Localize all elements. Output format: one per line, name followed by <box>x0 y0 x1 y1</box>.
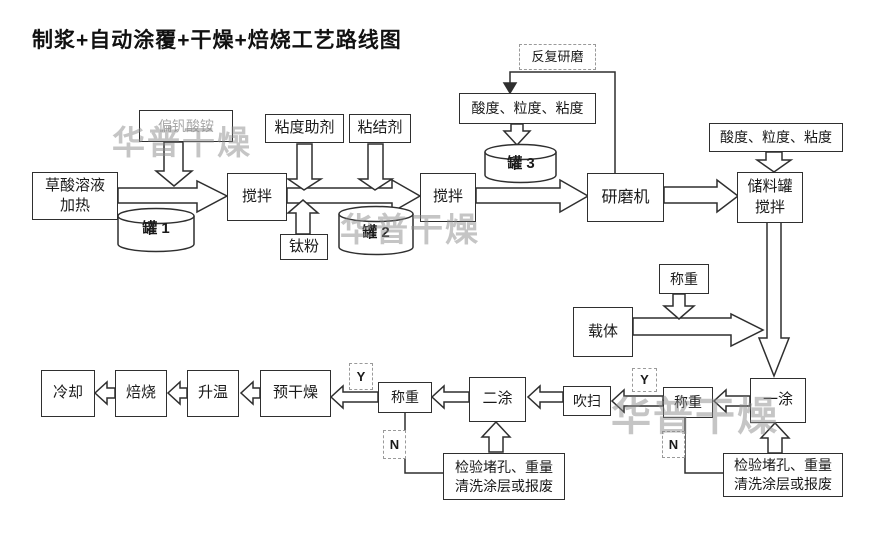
arrow-heatup-to-roast <box>166 380 188 406</box>
stir1-box: 搅拌 <box>227 173 287 221</box>
weigh-carrier-box: 称重 <box>659 264 709 294</box>
arrow-binder-down <box>356 143 395 191</box>
arrow-coat2-to-weigh <box>430 384 470 410</box>
weigh-after-coat2-box: 称重 <box>378 382 432 413</box>
quality-check2-box: 酸度、粒度、粘度 <box>709 123 843 152</box>
oxalic-heating-box: 草酸溶液 加热 <box>32 172 118 220</box>
arrow-quality2-to-storage <box>754 151 794 173</box>
arrowhead-regrind-to-quality1 <box>502 82 518 95</box>
arrow-weigh-carrier-down <box>661 293 697 320</box>
tank1-label: 罐 1 <box>142 219 170 237</box>
weigh-after-coat1-box: 称重 <box>663 387 713 418</box>
titanium-powder-box: 钛粉 <box>280 234 328 260</box>
roast-box: 焙烧 <box>115 370 167 417</box>
arrow-coat1-to-weigh <box>712 388 751 414</box>
arrow-oxalic-to-stir1 <box>117 179 229 214</box>
predry-box: 预干燥 <box>260 370 331 417</box>
arrow-roast-to-cool <box>93 380 116 406</box>
arrow-weigh-to-blow <box>610 388 664 414</box>
carrier-box: 载体 <box>573 307 633 357</box>
arrow-inspect-to-coat1 <box>759 421 791 454</box>
no-label-coat2: N <box>383 430 406 459</box>
viscosity-aid-box: 粘度助剂 <box>265 114 344 143</box>
arrow-storage-to-coat1 <box>757 221 791 379</box>
arrow-titanium-up <box>285 199 321 235</box>
arrow-weigh-to-predry <box>329 384 379 410</box>
yes-label-coat1: Y <box>632 368 657 392</box>
vanadium-powder-box: 偏钒酸铵 <box>139 110 233 142</box>
tank3-cylinder <box>484 143 557 184</box>
line-grinder-to-regrind <box>509 71 616 173</box>
grinder-box: 研磨机 <box>587 173 664 222</box>
tank2-label: 罐 2 <box>362 223 390 241</box>
tank1-cylinder <box>117 207 195 253</box>
inspect-rework-coat2-box: 检验堵孔、重量 清洗涂层或报废 <box>443 453 565 500</box>
first-coat-box: 一涂 <box>750 378 806 423</box>
diagram-title: 制浆+自动涂覆+干燥+焙烧工艺路线图 <box>32 29 402 52</box>
quality-check1-box: 酸度、粒度、粘度 <box>459 93 596 124</box>
line-weigh1-to-inspect2 <box>684 418 723 474</box>
arrow-carrier-to-coat1 <box>632 312 765 348</box>
tank2-cylinder <box>338 205 414 256</box>
second-coat-box: 二涂 <box>469 377 526 422</box>
arrow-vanadium-down <box>153 141 195 187</box>
arrow-grinder-to-storage <box>663 178 740 214</box>
no-label-coat1: N <box>662 431 685 458</box>
arrow-predry-to-heatup <box>239 380 261 406</box>
inspect-rework-coat1-box: 检验堵孔、重量 清洗涂层或报废 <box>723 453 843 497</box>
yes-label-coat2: Y <box>349 363 373 390</box>
cool-box: 冷却 <box>41 370 95 417</box>
storage-tank-stir-box: 储料罐 搅拌 <box>737 172 803 223</box>
line-weigh2-to-inspect1 <box>404 413 443 474</box>
arrow-inspect-to-coat2 <box>480 420 512 453</box>
stir2-box: 搅拌 <box>420 173 476 222</box>
heatup-box: 升温 <box>187 370 239 417</box>
arrow-stir2-to-grinder <box>475 178 590 214</box>
arrow-blow-to-coat2 <box>526 384 564 410</box>
binder-box: 粘结剂 <box>349 114 411 143</box>
arrow-viscosity-down <box>285 143 324 191</box>
arrow-quality1-to-tank3 <box>502 123 532 147</box>
tank3-label: 罐 3 <box>507 154 535 172</box>
blow-purge-box: 吹扫 <box>563 386 611 416</box>
regrind-box: 反复研磨 <box>519 44 596 70</box>
